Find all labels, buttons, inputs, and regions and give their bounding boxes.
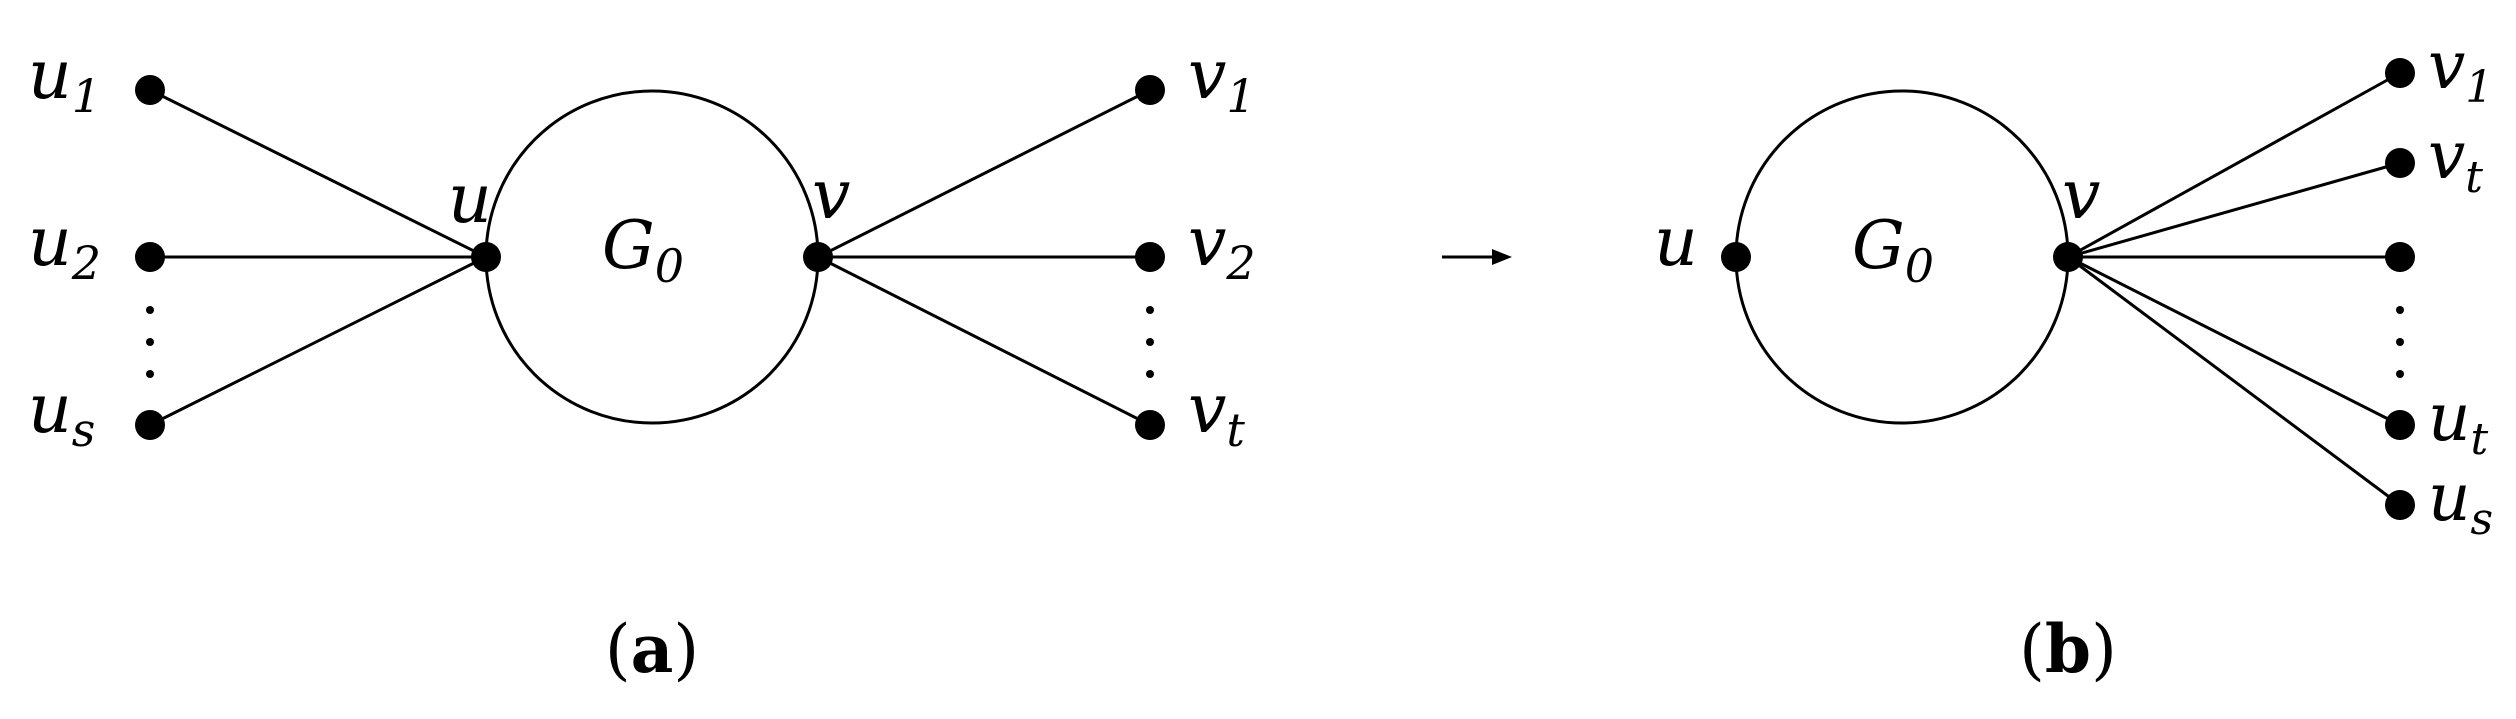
transform-arrow-icon [1442, 249, 1512, 265]
edge-v-v1-b [2067, 71, 2401, 259]
edge-v-v1 [817, 88, 1151, 259]
edge-v-us-b [2067, 255, 2401, 507]
label-vt-b: vt [2428, 117, 2483, 203]
vertex-vt [1135, 410, 1165, 440]
vertex-v [803, 242, 833, 272]
label-us: us [28, 370, 95, 457]
panel-a: u1 u2 us u v G0 v1 v2 vt (a) [28, 36, 1256, 688]
vertex-mid-b [2385, 242, 2415, 272]
edge-us-u [149, 255, 487, 427]
vertex-us-b [2385, 490, 2415, 520]
edge-v-vt-b [2067, 161, 2401, 259]
label-ut-b: ut [2428, 379, 2489, 465]
vertex-ut-b [2385, 410, 2415, 440]
vertex-v1 [1135, 75, 1165, 105]
vertex-v1-b [2385, 58, 2415, 88]
label-hub-u-b: u [1654, 203, 1698, 282]
label-hub-v-a: v [812, 156, 850, 235]
vertex-v-b [2053, 242, 2083, 272]
label-u2: u2 [28, 203, 101, 290]
label-g0-a: G0 [602, 207, 684, 293]
label-v1-b: v1 [2428, 27, 2493, 113]
label-v2: v2 [1188, 203, 1256, 290]
label-hub-v-b: v [2062, 156, 2100, 235]
edge-v-vt [817, 255, 1151, 427]
vertex-v2 [1135, 242, 1165, 272]
panel-b: u v G0 v1 vt ut us (b) [1654, 27, 2493, 688]
vertical-ellipsis-right [1146, 306, 1154, 378]
caption-a: (a) [605, 610, 699, 688]
vertical-ellipsis-b [2396, 306, 2404, 378]
label-g0-b: G0 [1852, 207, 1934, 293]
label-u1: u1 [28, 36, 101, 123]
label-vt: vt [1188, 370, 1245, 457]
edge-v-ut-b [2067, 255, 2401, 427]
label-us-b: us [2428, 459, 2493, 545]
vertical-ellipsis-left [146, 306, 154, 378]
vertex-u-b [1721, 242, 1751, 272]
label-hub-u-a: u [448, 160, 492, 239]
vertex-u2 [135, 242, 165, 272]
edge-u1-u [149, 88, 487, 259]
vertex-vt-b [2385, 148, 2415, 178]
vertex-u [471, 242, 501, 272]
vertex-us [135, 410, 165, 440]
label-v1: v1 [1188, 36, 1256, 123]
caption-b: (b) [2019, 610, 2117, 688]
vertex-u1 [135, 75, 165, 105]
